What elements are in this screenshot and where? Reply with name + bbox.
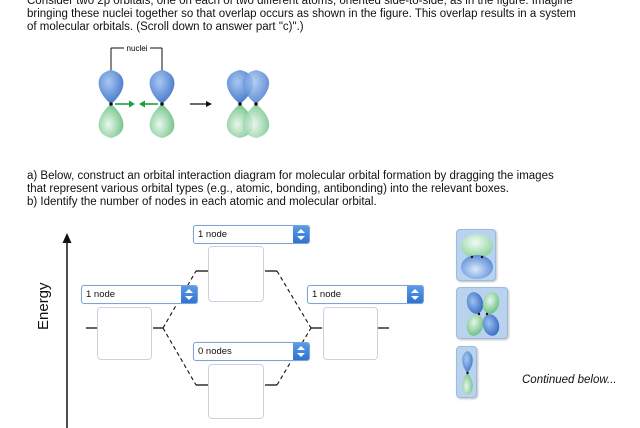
chevron-up-down-icon (293, 343, 309, 360)
energy-axis-label: Energy (35, 282, 52, 330)
bonding-pi-orbital-icon (461, 234, 493, 279)
overlapping-p-orbitals (226, 70, 270, 138)
bottom-mo-node-value: 0 nodes (198, 346, 232, 357)
atomic-p-orbital-tile[interactable] (456, 346, 477, 398)
energy-axis (62, 233, 72, 428)
questions-text: a) Below, construct an orbital interacti… (27, 170, 627, 209)
right-p-orbital (149, 70, 175, 138)
bottom-mo-node-select[interactable]: 0 nodes (193, 342, 310, 361)
bottom-mo-drop-box[interactable] (208, 364, 264, 419)
intro-text: Consider two 2p orbitals, one on each of… (27, 0, 627, 34)
question-a-line-2: that represent various orbital types (e.… (27, 183, 510, 195)
top-mo-drop-box[interactable] (208, 246, 264, 302)
left-p-orbital (98, 70, 124, 138)
question-b-line: b) Identify the number of nodes in each … (27, 196, 377, 208)
left-ao-drop-box[interactable] (97, 307, 152, 360)
antibonding-pi-orbital-tile[interactable] (456, 287, 508, 339)
intro-line-2: bringing these nuclei together so that o… (27, 8, 576, 20)
chevron-up-down-icon (407, 286, 423, 303)
orbital-overlap-figure: nuclei (98, 44, 270, 138)
result-arrow (190, 101, 212, 107)
continued-below-text: Continued below... (522, 374, 617, 386)
intro-line-3: of molecular orbitals. (Scroll down to a… (27, 21, 304, 33)
chevron-up-down-icon (293, 226, 309, 243)
top-mo-node-value: 1 node (198, 229, 228, 240)
top-mo-node-select[interactable]: 1 node (193, 225, 310, 244)
approach-arrows (115, 100, 158, 108)
right-ao-node-select[interactable]: 1 node (307, 285, 424, 304)
antibonding-pi-orbital-icon (466, 292, 500, 336)
atomic-p-orbital-icon (462, 351, 473, 395)
right-ao-drop-box[interactable] (323, 307, 378, 360)
chevron-up-down-icon (181, 286, 197, 303)
left-ao-node-value: 1 node (86, 289, 116, 300)
bonding-pi-orbital-tile[interactable] (456, 229, 496, 281)
left-ao-node-select[interactable]: 1 node (81, 285, 198, 304)
question-a-line-1: a) Below, construct an orbital interacti… (27, 170, 554, 182)
right-ao-node-value: 1 node (312, 289, 342, 300)
intro-line-1: Consider two 2p orbitals, one on each of… (27, 0, 573, 7)
nuclei-label: nuclei (127, 44, 148, 53)
